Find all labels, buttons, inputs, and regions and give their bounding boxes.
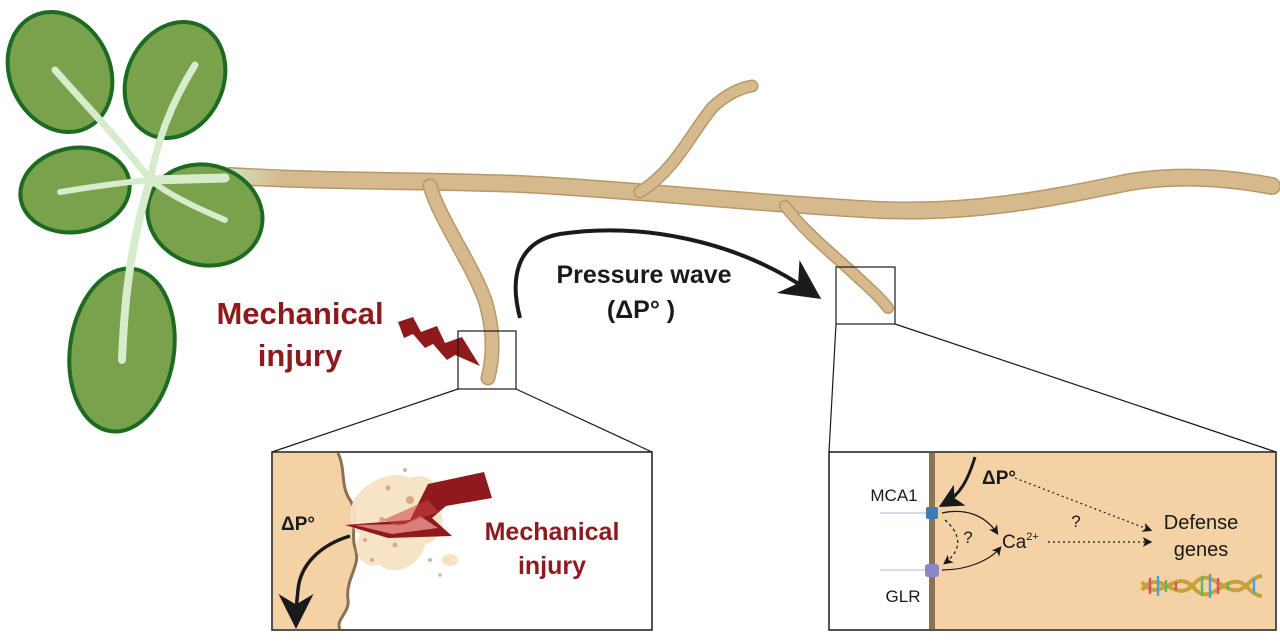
calcium-label: Ca2+ [1002,531,1039,553]
leaf-top-right [122,19,228,141]
question-mark-2: ? [1071,512,1080,531]
plant-leaves [5,9,265,434]
leaf-veins [51,61,230,364]
calcium-superscript: 2+ [1026,531,1039,543]
zoom-box-distal [835,266,896,325]
pressure-wave-arrow [513,228,822,319]
cell-cytoplasm [934,453,1275,629]
leaf-top-left [5,9,115,135]
cell-membrane [929,453,935,629]
inset-injury-label-line1: Mechanical [485,518,620,546]
pressure-wave-label-line2: (ΔP° ) [607,296,675,324]
inset-pressure-arrow [278,534,351,629]
root-system [221,79,1280,386]
delta-p-arrow [938,456,977,507]
defense-genes-label-line1: Defense [1164,512,1239,534]
leaf-right [145,162,265,268]
mechanical-injury-label-line1: Mechanical [216,296,383,331]
pressure-wave-label-line1: Pressure wave [556,261,731,289]
inset-injury-panel: ΔP° Mechanical injury [271,451,653,631]
root-epidermis [336,452,359,630]
lightning-bolt-icon [398,317,480,366]
inset-injury-label-line2: injury [518,552,586,580]
glr-channel [925,564,939,577]
delta-p-label: ΔP° [982,468,1016,489]
mca1-label: MCA1 [870,486,917,505]
defense-genes-label-line2: genes [1174,539,1229,561]
inset-signaling-panel: MCA1 GLR ΔP° ? Ca2+ ? Defense genes [828,451,1277,631]
glr-label: GLR [886,587,921,606]
root-tissue [273,453,357,629]
zoom-box-injury [457,330,517,390]
calcium-base: Ca [1002,532,1027,553]
dna-helix-icon [1140,574,1263,598]
question-mark-1: ? [963,528,972,547]
mechanical-injury-label-line2: injury [258,338,343,373]
inset-delta-p-label: ΔP° [281,514,315,535]
mca1-channel [926,507,938,519]
